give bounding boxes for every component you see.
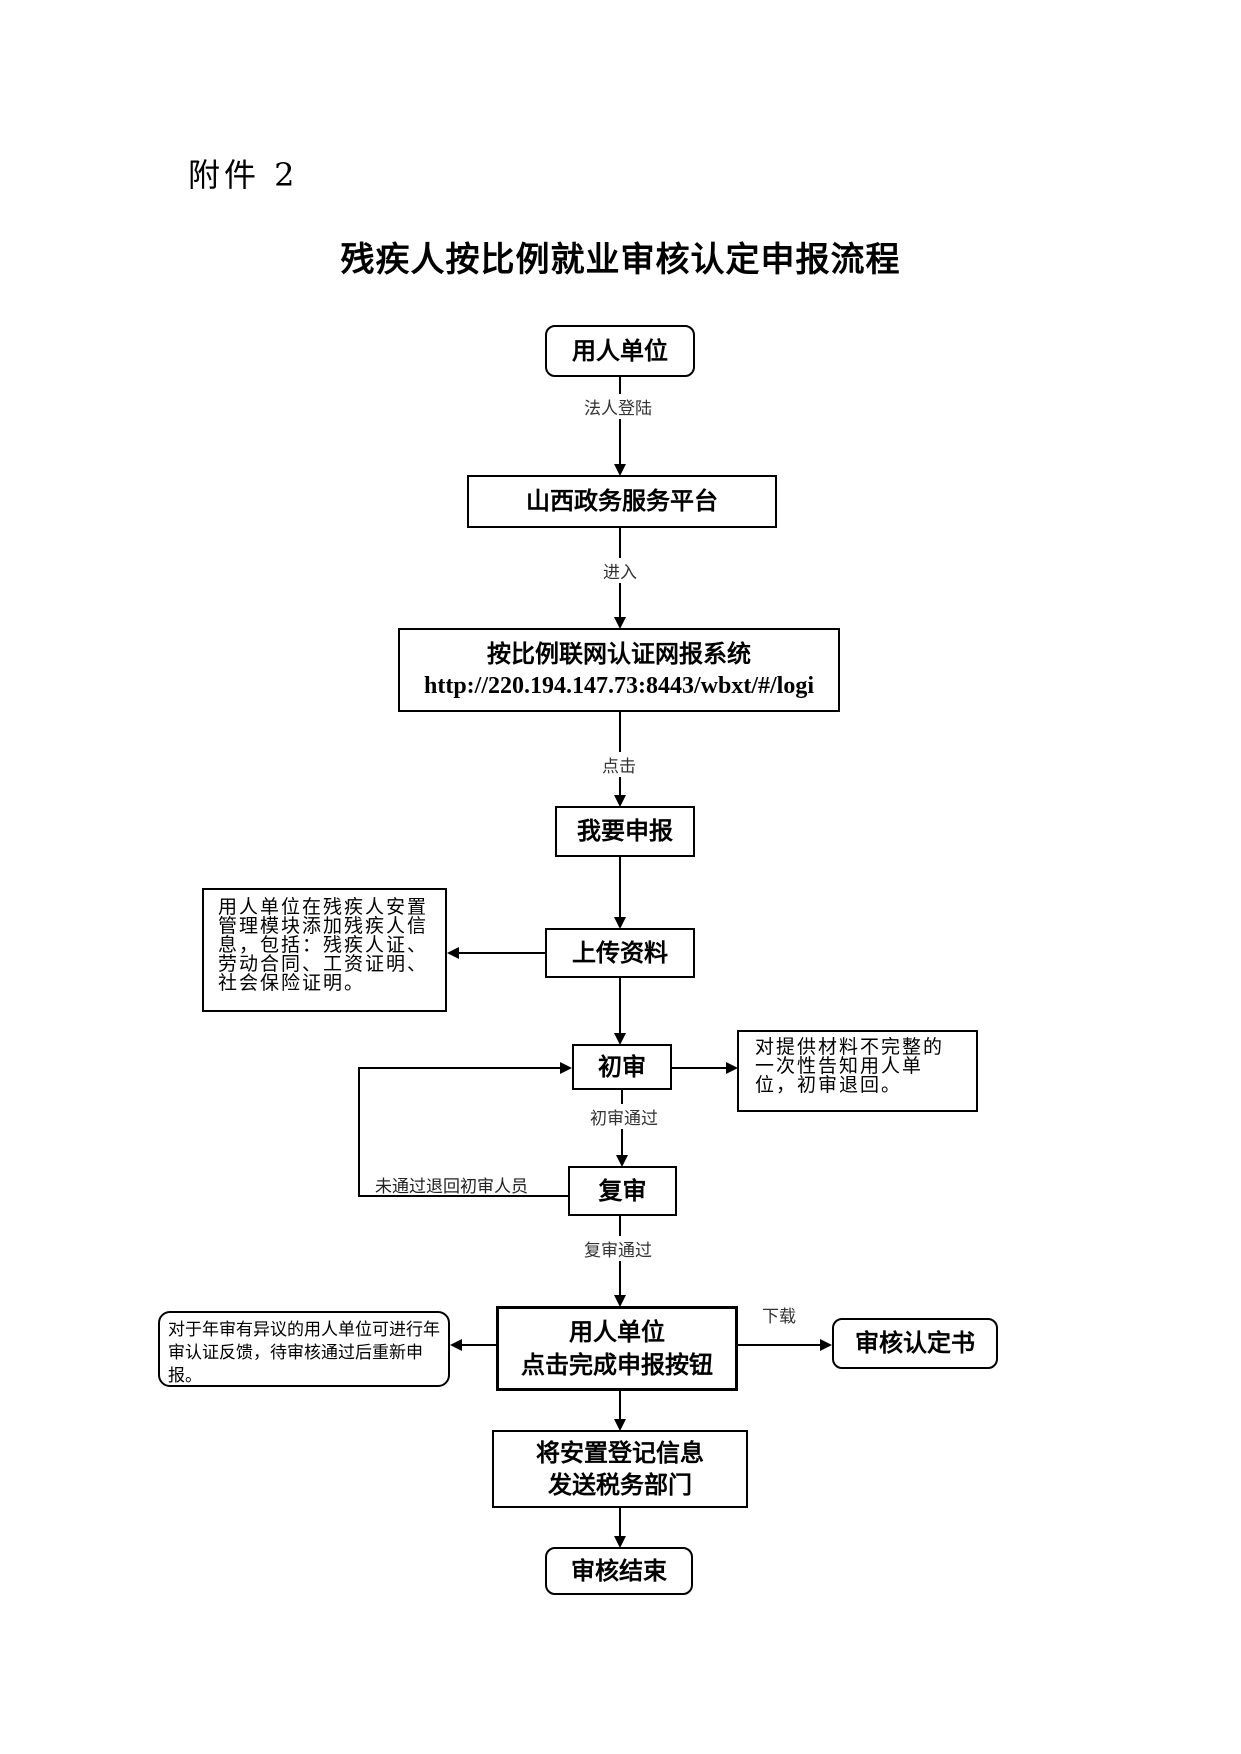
node-certificate-label: 审核认定书 <box>855 1329 975 1358</box>
edge-label-enter: 进入 <box>603 558 637 583</box>
node-end: 审核结束 <box>545 1547 693 1595</box>
node-first-review-label: 初审 <box>598 1052 646 1081</box>
node-platform-label: 山西政务服务平台 <box>526 487 718 516</box>
edge-label-second-pass: 复审通过 <box>584 1236 652 1261</box>
node-apply: 我要申报 <box>555 806 695 857</box>
node-second-review-label: 复审 <box>598 1176 647 1205</box>
edge-label-fail-return: 未通过退回初审人员 <box>375 1177 528 1197</box>
node-system: 按比例联网认证网报系统 http://220.194.147.73:8443/w… <box>398 628 840 712</box>
note-objection: 对于年审有异议的用人单位可进行年审认证反馈，待审核通过后重新申报。 <box>158 1311 450 1387</box>
node-send-line2: 发送税务部门 <box>548 1471 692 1499</box>
node-start-label: 用人单位 <box>572 336 668 365</box>
annex-label: 附件 2 <box>188 156 299 194</box>
note-upload-requirements: 用人单位在残疾人安置管理模块添加残疾人信息，包括：残疾人证、劳动合同、工资证明、… <box>202 888 447 1012</box>
node-complete-line1: 用人单位 <box>569 1318 665 1347</box>
node-second-review: 复审 <box>568 1166 677 1216</box>
note-reject: 对提供材料不完整的一次性告知用人单位，初审退回。 <box>737 1030 978 1112</box>
node-send-tax: 将安置登记信息 发送税务部门 <box>492 1430 748 1508</box>
node-apply-label: 我要申报 <box>577 817 673 846</box>
node-send-line1: 将安置登记信息 <box>536 1438 704 1467</box>
edge-label-first-pass: 初审通过 <box>590 1104 658 1129</box>
node-system-label: 按比例联网认证网报系统 <box>487 639 751 668</box>
node-start: 用人单位 <box>545 325 695 377</box>
node-upload: 上传资料 <box>545 928 695 978</box>
edge-label-download: 下载 <box>762 1302 796 1327</box>
page-title: 残疾人按比例就业审核认定申报流程 <box>340 240 901 280</box>
node-complete-line2: 点击完成申报按钮 <box>521 1350 713 1379</box>
node-certificate: 审核认定书 <box>832 1318 998 1369</box>
node-end-label: 审核结束 <box>571 1556 667 1585</box>
arrow-fail-return-loop <box>358 1062 572 1197</box>
edge-label-login: 法人登陆 <box>584 394 652 419</box>
system-url[interactable]: http://220.194.147.73:8443/wbxt/#/logi <box>423 673 814 699</box>
node-complete: 用人单位 点击完成申报按钮 <box>496 1306 738 1391</box>
node-first-review: 初审 <box>572 1044 672 1090</box>
node-platform: 山西政务服务平台 <box>467 475 777 528</box>
edge-label-click: 点击 <box>602 752 636 777</box>
node-upload-label: 上传资料 <box>572 938 668 967</box>
